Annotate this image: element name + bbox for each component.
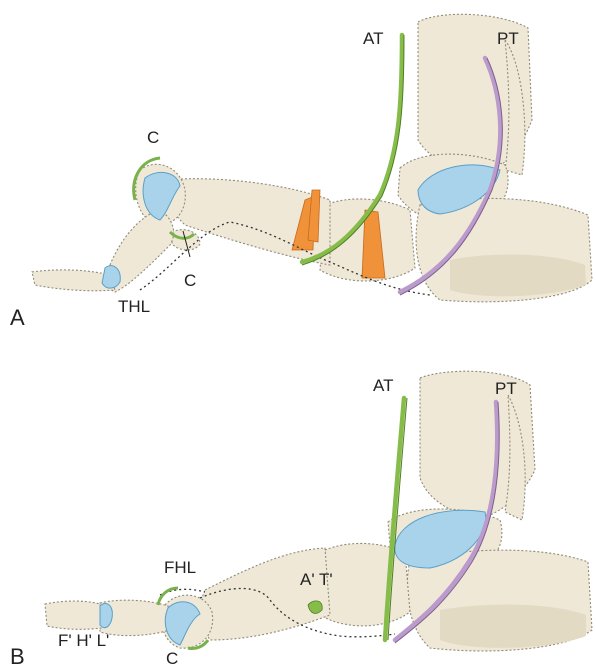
at-prime-label: A' T' [300,570,333,589]
pt-label-b: PT [495,379,517,398]
pt-label-a: PT [497,29,519,48]
panel-b-letter: B [10,644,25,668]
flh-prime-label: F' H' L' [58,631,109,650]
at-label-b: AT [373,376,393,395]
at-label-a: AT [363,29,383,48]
phalanx-cartilage-b [100,603,112,627]
panel-b: B AT PT FHL C F' H' L' A' T' [10,371,592,668]
thl-label: THL [118,297,150,316]
metatarsal-bone-b [201,548,330,640]
capsule-top-label: C [147,128,159,147]
capsule-label-b: C [166,649,178,668]
sesamoid-bone [172,230,200,250]
panel-a: A AT PT C C THL [10,14,592,330]
phalanx-cartilage [102,266,120,288]
fhl-label: FHL [164,558,196,577]
distal-phalanx-b [45,601,102,629]
panel-a-letter: A [10,305,25,330]
capsule-bottom-label: C [184,271,196,290]
